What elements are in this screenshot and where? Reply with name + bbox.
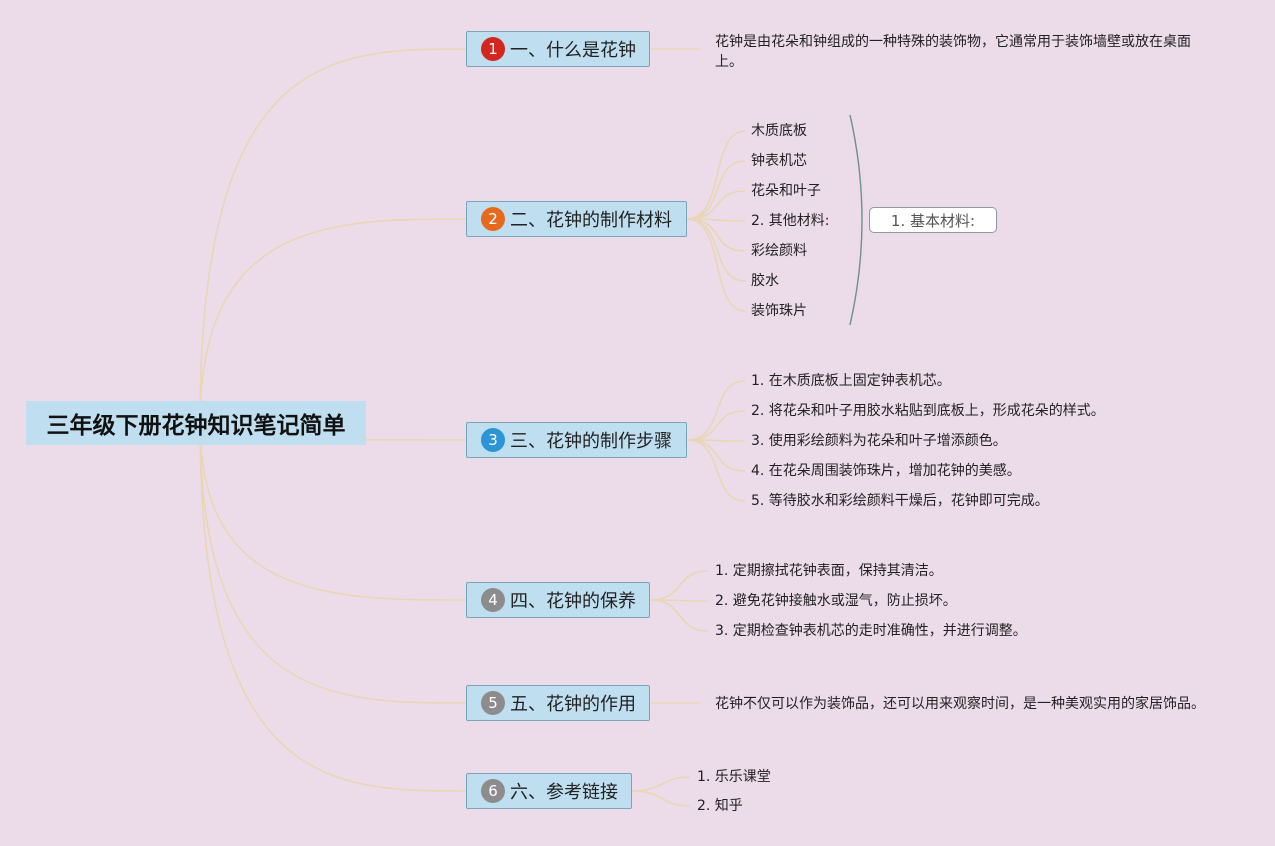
- leaf-reference-link[interactable]: 1. 乐乐课堂: [697, 769, 771, 785]
- number-badge-2-icon: 2: [481, 207, 505, 231]
- leaf-step[interactable]: 1. 在木质底板上固定钟表机芯。: [751, 373, 951, 389]
- branch-label: 三、花钟的制作步骤: [510, 431, 672, 452]
- branch-label: 二、花钟的制作材料: [510, 210, 672, 231]
- branch-label: 四、花钟的保养: [510, 591, 636, 612]
- number-badge-5-icon: 5: [481, 691, 505, 715]
- leaf-connector: [686, 218, 746, 222]
- leaf-material[interactable]: 彩绘颜料: [751, 243, 807, 259]
- leaf-material[interactable]: 木质底板: [751, 123, 807, 139]
- root-connector-4: [199, 422, 467, 601]
- branch-function[interactable]: 5 五、花钟的作用: [466, 685, 650, 721]
- branch-materials[interactable]: 2 二、花钟的制作材料: [466, 201, 687, 237]
- leaf-maintenance[interactable]: 1. 定期擦拭花钟表面，保持其清洁。: [715, 563, 943, 579]
- root-connector-5: [199, 422, 467, 704]
- leaf-maintenance[interactable]: 3. 定期检查钟表机芯的走时准确性，并进行调整。: [715, 623, 1027, 639]
- branch-references[interactable]: 6 六、参考链接: [466, 773, 632, 809]
- summary-bracket: [849, 114, 863, 326]
- root-topic[interactable]: 三年级下册花钟知识笔记简单: [26, 401, 366, 445]
- leaf-connector: [686, 410, 746, 441]
- root-connector-6: [199, 422, 467, 792]
- branch-label: 六、参考链接: [510, 782, 618, 803]
- leaf-reference-link[interactable]: 2. 知乎: [697, 798, 743, 814]
- number-badge-4-icon: 4: [481, 588, 505, 612]
- leaf-connector: [686, 130, 746, 220]
- leaf-material[interactable]: 2. 其他材料:: [751, 213, 830, 229]
- leaf-connector: [686, 160, 746, 220]
- leaf-connector: [631, 790, 691, 807]
- number-badge-6-icon: 6: [481, 779, 505, 803]
- leaf-connector: [686, 439, 746, 442]
- leaf-material[interactable]: 装饰珠片: [751, 303, 807, 319]
- leaf-connector: [686, 218, 746, 312]
- leaf-step[interactable]: 2. 将花朵和叶子用胶水粘贴到底板上，形成花朵的样式。: [751, 403, 1105, 419]
- leaf-connector: [631, 776, 691, 792]
- root-connector-2: [199, 218, 467, 424]
- leaf-material[interactable]: 胶水: [751, 273, 779, 289]
- leaf-step[interactable]: 4. 在花朵周围装饰珠片，增加花钟的美感。: [751, 463, 1021, 479]
- leaf-connector: [686, 380, 746, 441]
- leaf-definition[interactable]: 花钟是由花朵和钟组成的一种特殊的装饰物，它通常用于装饰墙壁或放在桌面上。: [715, 34, 1191, 70]
- summary-label[interactable]: 1. 基本材料:: [869, 207, 997, 233]
- leaf-step[interactable]: 5. 等待胶水和彩绘颜料干燥后，花钟即可完成。: [751, 493, 1049, 509]
- branch-steps[interactable]: 3 三、花钟的制作步骤: [466, 422, 687, 458]
- leaf-connector: [649, 570, 709, 601]
- leaf-connector: [686, 190, 746, 220]
- leaf-material[interactable]: 花朵和叶子: [751, 183, 821, 199]
- branch-label: 一、什么是花钟: [510, 40, 636, 61]
- leaf-material[interactable]: 钟表机芯: [751, 153, 807, 169]
- leaf-connector: [686, 439, 746, 502]
- branch-what-is-flower-clock[interactable]: 1 一、什么是花钟: [466, 31, 650, 67]
- leaf-maintenance[interactable]: 2. 避免花钟接触水或湿气，防止损坏。: [715, 593, 957, 609]
- number-badge-1-icon: 1: [481, 37, 505, 61]
- branch-maintenance[interactable]: 4 四、花钟的保养: [466, 582, 650, 618]
- leaf-step[interactable]: 3. 使用彩绘颜料为花朵和叶子增添颜色。: [751, 433, 1007, 449]
- leaf-connector: [649, 599, 709, 632]
- root-connector-1: [199, 48, 467, 424]
- leaf-function[interactable]: 花钟不仅可以作为装饰品，还可以用来观察时间，是一种美观实用的家居饰品。: [715, 696, 1205, 712]
- number-badge-3-icon: 3: [481, 428, 505, 452]
- branch-label: 五、花钟的作用: [510, 694, 636, 715]
